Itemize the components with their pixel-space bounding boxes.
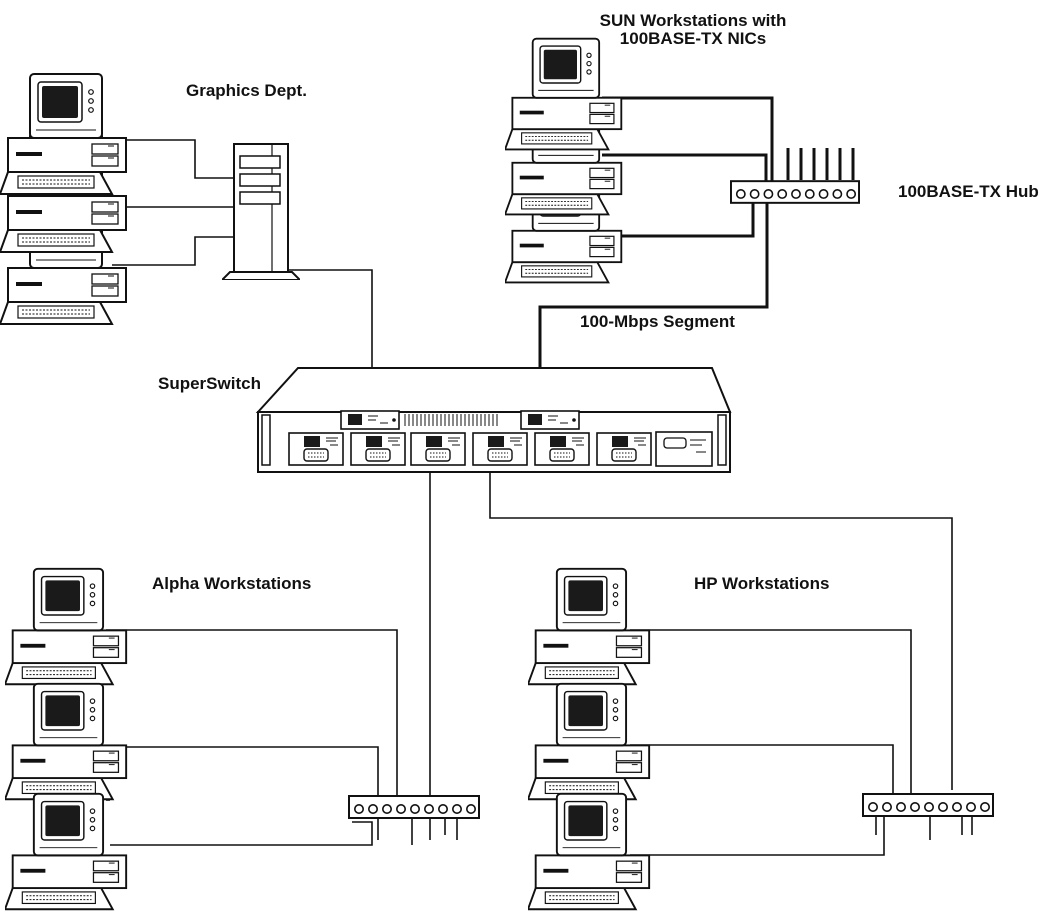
segment-label: 100-Mbps Segment <box>580 312 735 331</box>
sun-cables <box>538 96 855 420</box>
workstation-icon <box>528 682 651 801</box>
hp-workstations-group <box>528 567 994 911</box>
workstation-icon <box>5 682 128 801</box>
workstation-icon <box>0 73 127 195</box>
cables <box>106 139 973 856</box>
hp-workstations-label: HP Workstations <box>694 574 830 593</box>
workstation-icon <box>528 792 651 911</box>
sun-workstations-group <box>505 37 860 284</box>
switch-port-module <box>596 432 652 466</box>
hub-icon <box>862 793 994 817</box>
sun-workstations-label: SUN Workstations with 100BASE-TX NICs <box>578 12 808 48</box>
superswitch-device <box>255 367 732 473</box>
switch-port-module <box>288 432 344 466</box>
workstation-icon <box>5 792 128 911</box>
alpha-workstations-group <box>5 567 480 911</box>
superswitch-label: SuperSwitch <box>158 374 261 393</box>
hub-label: 100BASE-TX Hub <box>898 182 1039 201</box>
switch-port-module <box>472 432 528 466</box>
hub-icon <box>348 795 480 819</box>
alpha-workstations-label: Alpha Workstations <box>152 574 312 593</box>
workstation-icon <box>528 567 651 686</box>
hub-icon <box>730 180 860 204</box>
switch-port-module <box>350 432 406 466</box>
graphics-dept-group <box>0 73 300 325</box>
switch-uplink-module <box>340 410 400 430</box>
switch-uplink-module <box>520 410 580 430</box>
server-icon <box>222 143 300 280</box>
graphics-dept-label: Graphics Dept. <box>186 81 307 100</box>
sun-label-line1: SUN Workstations with <box>599 11 787 30</box>
switch-port-module <box>410 432 466 466</box>
sun-label-line2: 100BASE-TX NICs <box>619 28 767 48</box>
workstation-icon <box>5 567 128 686</box>
workstation-icon <box>505 37 623 151</box>
switch-port-module <box>534 432 590 466</box>
